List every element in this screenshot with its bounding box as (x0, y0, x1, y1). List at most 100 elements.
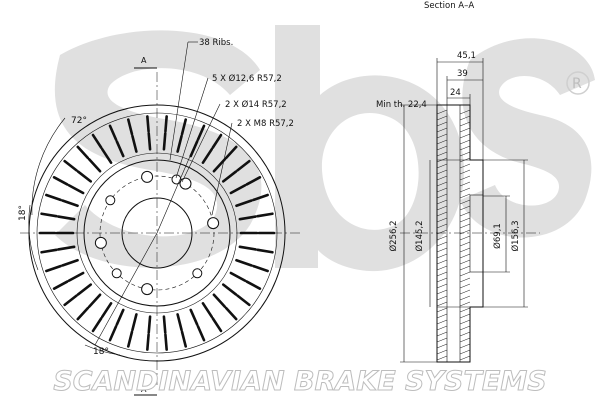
rib-slot (52, 176, 69, 186)
angle-18-arc-left (28, 204, 39, 271)
rib-slot (164, 115, 168, 133)
rib-slot (57, 245, 76, 251)
hatch-line (436, 133, 448, 139)
mounting-hole (141, 170, 154, 183)
hatch-line (436, 169, 448, 175)
hatch-line (459, 289, 471, 295)
mounting-hole (94, 236, 107, 249)
rib-slot (101, 302, 113, 319)
rib-slot (131, 313, 138, 332)
angle-label-18-left: 18° (18, 205, 28, 221)
rib-slot (229, 271, 247, 282)
rib-slot (76, 283, 93, 296)
rib-slot (76, 170, 93, 183)
hatch-line (459, 181, 471, 187)
width-label-45: 45,1 (457, 51, 476, 61)
hatch-line (436, 121, 448, 127)
hatch-line (436, 151, 448, 157)
hatch-line (436, 193, 448, 199)
section-title: Section A–A (424, 1, 474, 11)
hatch-line (436, 355, 448, 361)
rib-slot (224, 306, 238, 321)
rib-slot (211, 133, 223, 149)
rib-slot (87, 158, 102, 173)
hatch-line (436, 199, 448, 205)
rib-slot (76, 145, 90, 160)
rib-slot (245, 176, 262, 186)
hatch-line (436, 301, 448, 307)
rib-slot (108, 325, 118, 342)
hatch-line (459, 187, 471, 193)
cooling-ribs (38, 115, 276, 351)
center-bore (121, 197, 193, 269)
rib-slot (45, 193, 62, 202)
hatch-line (459, 229, 471, 235)
rib-slot (108, 124, 118, 141)
angle-label-72: 72° (71, 116, 87, 126)
rib-slot (221, 283, 238, 296)
rib-slot (189, 140, 199, 158)
rib-slot (63, 294, 78, 307)
rib-slot (245, 280, 262, 290)
width-label-39: 39 (457, 69, 468, 79)
rib-slot (235, 258, 253, 267)
hatch-line (459, 295, 471, 301)
rib-slot (91, 133, 103, 149)
rib-slot (87, 293, 102, 308)
angle-label-18-bottom: 18° (93, 347, 109, 357)
rib-slot (201, 147, 213, 164)
rib-slot (236, 159, 251, 172)
hatch-line (459, 277, 471, 283)
hatch-line (459, 223, 471, 229)
rib-slot (147, 132, 152, 151)
dia-156-label: Ø156,3 (510, 220, 521, 251)
rib-slot (63, 159, 78, 172)
hub-face (469, 194, 484, 273)
hatch-line (459, 337, 471, 343)
hatch-line (436, 205, 448, 211)
hatch-line (459, 133, 471, 139)
mounting-hole (179, 177, 192, 190)
rib-slot (162, 315, 167, 334)
ribs-label: 38 Ribs. (199, 38, 233, 48)
rib-slot (162, 132, 167, 151)
rib-slot (196, 124, 206, 141)
hatch-line (459, 169, 471, 175)
hatch-line (459, 343, 471, 349)
rib-slot (176, 313, 183, 332)
hatch-line (436, 331, 448, 337)
hatch-line (436, 181, 448, 187)
mounting-hole (207, 217, 220, 230)
rib-slot (61, 199, 79, 208)
mounting-hole (141, 283, 154, 296)
rib-slot (236, 294, 251, 307)
rib-slot (189, 308, 199, 326)
rib-slot (147, 315, 152, 334)
rib-slot (224, 145, 238, 160)
angle-leader-bottom (94, 232, 158, 346)
hatch-line (436, 115, 448, 121)
hatch-line (436, 295, 448, 301)
rib-slot (61, 258, 79, 267)
hatch-line (459, 301, 471, 307)
rib-slot (256, 248, 274, 254)
rib-slot (67, 271, 85, 282)
rib-slot (235, 199, 253, 208)
hatch-line (459, 283, 471, 289)
rib-slot (126, 118, 134, 136)
hatch-line (459, 247, 471, 253)
hatch-line (459, 253, 471, 259)
hatch-line (459, 175, 471, 181)
rib-slot (45, 264, 62, 273)
registered-mark-circle (566, 71, 590, 95)
hatch-line (459, 241, 471, 247)
hatch-line (436, 163, 448, 169)
rib-slot (256, 212, 274, 218)
hatch-line (459, 121, 471, 127)
hatch-line (436, 271, 448, 277)
callout-bolt-holes: 5 X Ø12,6 R57,2 (212, 73, 282, 84)
hatch-line (436, 217, 448, 223)
dia-256-label: Ø256,2 (388, 220, 399, 251)
rib-slot (131, 134, 138, 153)
section-marker-bottom: A (141, 385, 147, 394)
